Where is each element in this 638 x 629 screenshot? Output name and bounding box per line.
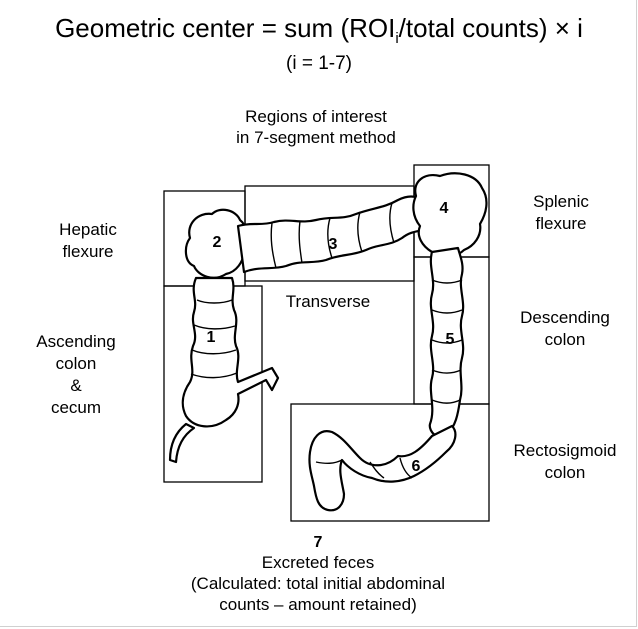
label-ascending-line2: colon [20, 353, 132, 375]
segment-number-7: 7 [303, 533, 333, 552]
label-splenic-line1: Splenic [506, 191, 616, 213]
label-excreted-line3: counts – amount retained) [130, 594, 506, 615]
label-rectosigmoid-line2: colon [490, 462, 638, 484]
label-excreted-feces: Excreted feces (Calculated: total initia… [130, 552, 506, 615]
label-splenic-line2: flexure [506, 213, 616, 235]
label-splenic-flexure: Splenic flexure [506, 191, 616, 235]
label-hepatic-line2: flexure [28, 241, 148, 263]
segment-number-4: 4 [440, 200, 449, 217]
label-ascending-line3: & [20, 375, 132, 397]
label-ascending-line1: Ascending [20, 331, 132, 353]
segment-number-6: 6 [412, 458, 421, 475]
segment-number-2: 2 [213, 234, 222, 251]
label-excreted-line2: (Calculated: total initial abdominal [130, 573, 506, 594]
label-ascending-colon: Ascending colon & cecum [20, 331, 132, 419]
label-ascending-line4: cecum [20, 397, 132, 419]
label-excreted-line1: Excreted feces [130, 552, 506, 573]
label-rectosigmoid-line1: Rectosigmoid [490, 440, 638, 462]
rectosigmoid-shape [309, 426, 455, 510]
label-descending-line1: Descending [495, 307, 635, 329]
segment-number-3: 3 [329, 236, 338, 253]
splenic-flexure-shape [413, 173, 486, 256]
transverse-colon-shape [238, 197, 430, 272]
label-rectosigmoid-colon: Rectosigmoid colon [490, 440, 638, 484]
segment-number-5: 5 [446, 331, 455, 348]
label-hepatic-flexure: Hepatic flexure [28, 219, 148, 263]
label-transverse: Transverse [258, 291, 398, 313]
label-descending-line2: colon [495, 329, 635, 351]
appendix-shape [170, 424, 194, 462]
label-hepatic-line1: Hepatic [28, 219, 148, 241]
segment-number-1: 1 [207, 329, 216, 346]
label-descending-colon: Descending colon [495, 307, 635, 351]
